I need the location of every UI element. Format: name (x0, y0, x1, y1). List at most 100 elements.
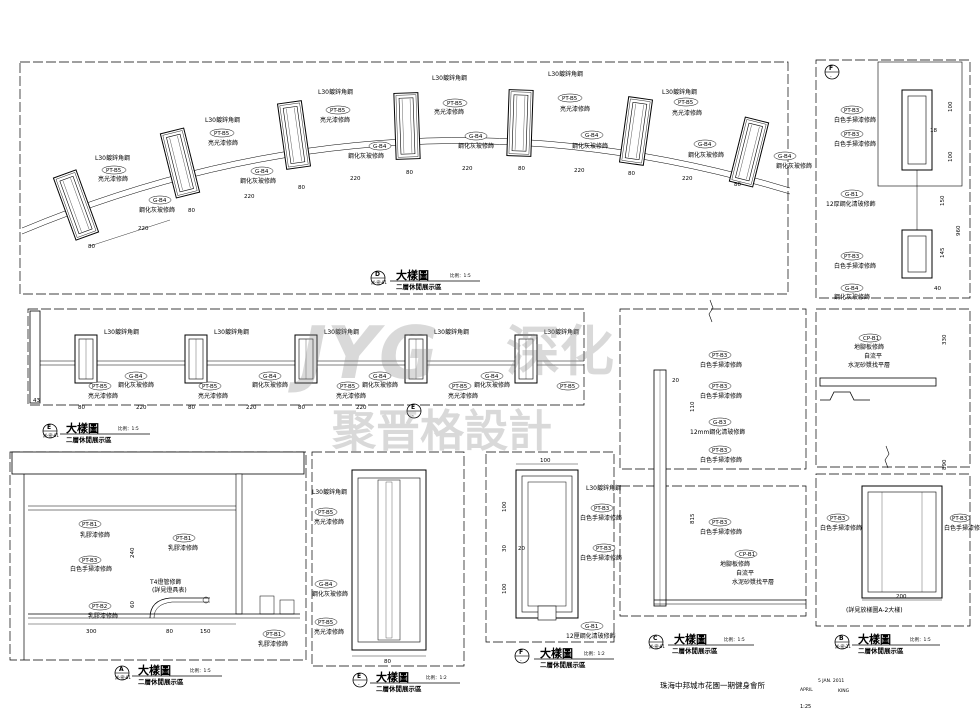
detail-f-top-panel: F - PT-B3 白色手掃漆修飾 PT-B3 白色手掃漆修飾 G-B1 12厚… (815, 59, 971, 301)
tag-pt-b5: PT-B5 (106, 168, 122, 174)
dim-60: 60 (130, 601, 136, 608)
detail-d-mark: D (375, 271, 380, 278)
detail-c-panel: 20 110 815 PT-B3 白色手掃漆修飾 PT-B3 白色手掃漆修飾 G… (619, 299, 807, 655)
tag-pt-b5: PT-B5 (678, 100, 694, 106)
section-cut-e-mark: E (411, 404, 415, 411)
dim-30: 30 (502, 545, 508, 552)
detail-d-title: 大樣圖 (396, 268, 429, 282)
tag-pt-b5: PT-B5 (560, 384, 576, 390)
detail-a-subtitle: 二層休閒展示區 (138, 677, 184, 686)
label-bright: 亮光漆修飾 (208, 139, 238, 147)
dim-110: 110 (690, 401, 696, 412)
curved-fin (506, 89, 534, 157)
label-bright: 亮光漆修飾 (434, 108, 464, 116)
detail-c-subtitle: 二層休閒展示區 (672, 646, 718, 655)
label-white-hand: 白色手掃漆修飾 (70, 565, 112, 573)
detail-f-title: 大樣圖 (540, 646, 573, 660)
label-l30: L30鍍鋅角鋼 (434, 328, 469, 336)
dim-100: 100 (948, 101, 954, 112)
dim-220: 220 (350, 176, 361, 182)
sheet-date: 5 JAN. 2011 (818, 678, 844, 684)
detail-e2-mark: E (357, 673, 361, 680)
tag-g-b4: G-B4 (469, 134, 483, 140)
dim-815: 815 (690, 513, 696, 524)
label-l30: L30鍍鋅角鋼 (432, 74, 467, 82)
sheet-scale: 1:25 (800, 704, 811, 710)
curved-fin (52, 169, 100, 241)
tag-g-b4: G-B4 (778, 154, 792, 160)
label-white-hand: 白色手掃漆修飾 (834, 116, 876, 124)
title-block: 珠海中邦城市花園一期健身會所 5 JAN. 2011 APRIL KING 1:… (660, 678, 850, 710)
detail-e2-title: 大樣圖 (376, 670, 409, 684)
dim-20: 20 (518, 546, 525, 552)
tag-pt-b3: PT-B3 (952, 516, 968, 522)
detail-c-mark: C (653, 635, 658, 642)
label-latex: 乳膠漆修飾 (258, 640, 288, 648)
detail-d-panel: L30鍍鋅角鋼 L30鍍鋅角鋼 L30鍍鋅角鋼 L30鍍鋅角鋼 L30鍍鋅角鋼 … (19, 61, 812, 295)
plan-fin (184, 334, 208, 384)
tag-pt-b5: PT-B5 (318, 620, 334, 626)
dim-80: 80 (188, 208, 195, 214)
tag-g-b4: G-B4 (129, 374, 143, 380)
label-bright: 亮光漆修飾 (88, 392, 118, 400)
dim-80: 80 (88, 244, 95, 250)
label-bright: 亮光漆修飾 (314, 518, 344, 526)
tag-pt-b5: PT-B5 (92, 384, 108, 390)
watermark-cn-top: 深化 (506, 320, 614, 383)
label-white-hand: 白色手掃漆修飾 (820, 524, 862, 532)
tag-pt-b5: PT-B5 (452, 384, 468, 390)
label-l30: L30鍍鋅角鋼 (312, 488, 347, 496)
label-bright: 亮光漆修飾 (336, 392, 366, 400)
detail-a-panel: PT-B1 乳膠漆修飾 PT-B1 乳膠漆修飾 PT-B3 白色手掃漆修飾 T4… (9, 451, 307, 686)
label-l30: L30鍍鋅角鋼 (214, 328, 249, 336)
dim-40: 40 (934, 286, 941, 292)
detail-f-scale: 比例：1:2 (584, 650, 605, 657)
dim-18: 18 (930, 128, 937, 134)
label-steel-grey: 鋼化灰玻修飾 (348, 152, 384, 160)
detail-c-sheetref: 詳-密-01 (649, 643, 665, 649)
dim-890: 890 (942, 459, 948, 470)
tag-pt-b5: PT-B5 (447, 101, 463, 107)
tag-pt-b5: PT-B5 (340, 384, 356, 390)
label-l30: L30鍍鋅角鋼 (548, 70, 583, 78)
detail-e-scale: 比例：1:5 (118, 425, 139, 432)
detail-e2-scale: 比例：1:2 (426, 674, 447, 681)
dim-80: 80 (406, 170, 413, 176)
tag-pt-b3: PT-B3 (712, 448, 728, 454)
label-bright: 亮光漆修飾 (98, 175, 128, 183)
tag-g-b4: G-B4 (698, 142, 712, 148)
detail-b-mark: B (839, 635, 844, 642)
label-see-a: (詳見放樣圖A-2大樣) (846, 606, 903, 614)
section-cut-e-ref: - (412, 414, 414, 419)
curved-fin (728, 116, 770, 188)
label-steel-grey: 鋼化灰玻修飾 (139, 206, 175, 214)
tag-pt-b3: PT-B3 (712, 353, 728, 359)
dim-80: 80 (78, 405, 85, 411)
watermark-brand: JYG (288, 311, 438, 395)
label-steel-grey: 鋼化灰玻修飾 (252, 381, 288, 389)
detail-c-title: 大樣圖 (674, 632, 707, 646)
dim-220: 220 (244, 194, 255, 200)
dim-20: 20 (672, 378, 679, 384)
dim-80: 80 (734, 182, 741, 188)
label-t4-note: (詳見燈具表) (152, 586, 187, 594)
tag-pt-b5: PT-B5 (330, 108, 346, 114)
tag-g-b4: G-B4 (485, 374, 499, 380)
dim-220: 220 (246, 405, 257, 411)
label-cement: 水泥砂漿找平層 (732, 578, 774, 586)
tag-cp-b1: CP-B1 (863, 336, 879, 342)
dim-300: 300 (86, 629, 97, 635)
t4-light-cove (149, 597, 210, 619)
detail-f-sheetref: - (520, 659, 522, 664)
watermark-cn-bottom: 聚晋格設計 (331, 406, 552, 457)
plan-fin (74, 334, 98, 384)
label-l30: L30鍍鋅角鋼 (205, 116, 240, 124)
tag-pt-b3: PT-B3 (594, 506, 610, 512)
label-steel-grey: 鋼化灰玻修飾 (474, 381, 510, 389)
dim-240: 240 (130, 547, 136, 558)
detail-a-scale: 比例：1:5 (190, 667, 211, 674)
dim-150: 150 (940, 195, 946, 206)
label-glass12: 12厚鋼化清玻修飾 (826, 200, 876, 208)
label-self-level: 自流平 (736, 569, 754, 577)
